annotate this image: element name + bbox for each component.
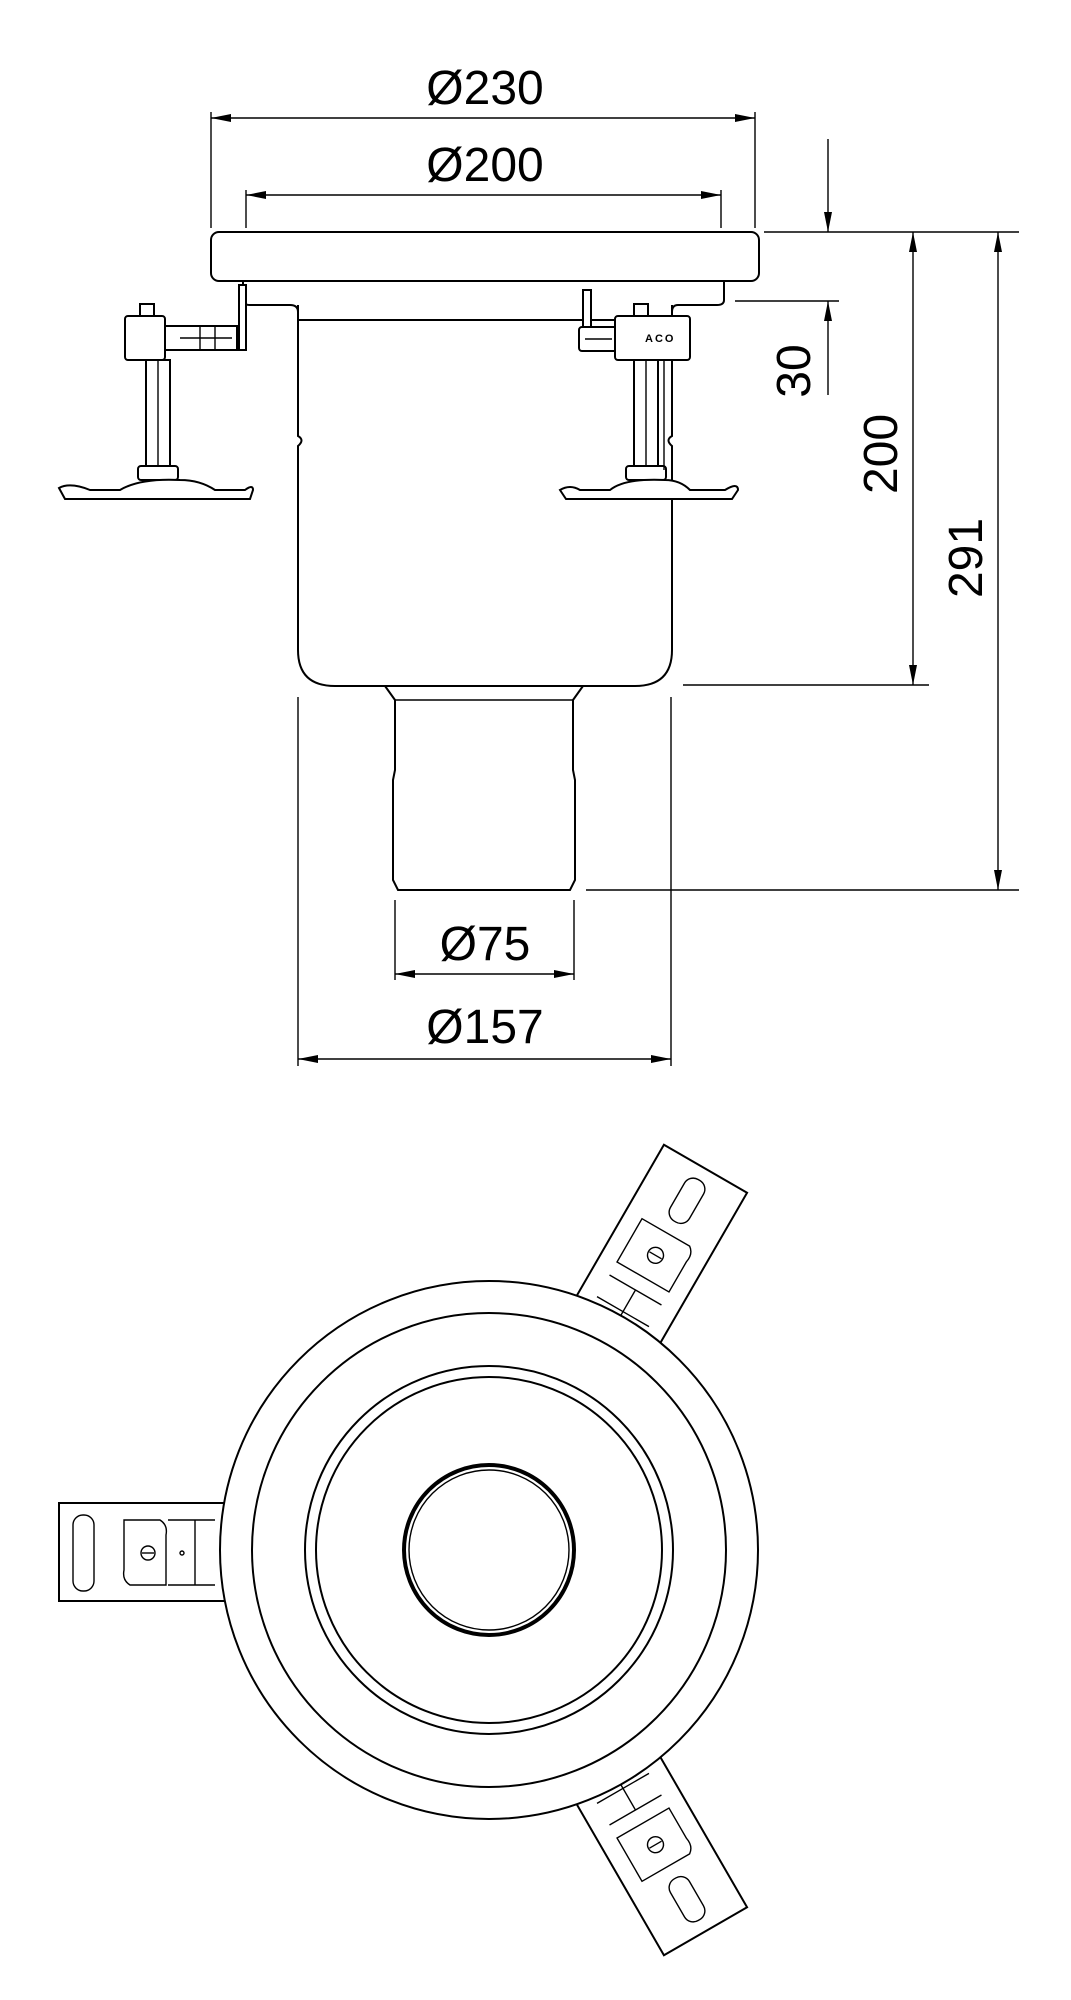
top-view [58, 1143, 759, 1957]
top-right-anchor-strap [567, 1143, 749, 1359]
dim-label-200-diameter: Ø200 [426, 139, 543, 192]
body-inner-circle [315, 1376, 663, 1724]
dimension-outlet-diameter: Ø75 [394, 900, 575, 980]
dimension-flange-height: 30 [768, 139, 832, 398]
dimension-total-height: 291 [940, 232, 1002, 890]
dimension-body-diameter: Ø157 [297, 697, 672, 1066]
dim-label-75: Ø75 [440, 918, 531, 971]
dim-label-230: Ø230 [426, 62, 543, 115]
dim-label-157: Ø157 [426, 1001, 543, 1054]
right-anchor: ACO [558, 289, 740, 500]
grate-circle [251, 1312, 727, 1788]
dimension-flange-diameter: Ø230 [210, 62, 756, 228]
dimension-body-height: 200 [855, 232, 917, 685]
left-anchor-strap [58, 1502, 230, 1602]
outlet-circle [402, 1463, 576, 1637]
outlet-inner-circle [408, 1469, 570, 1631]
dimension-grate-diameter: Ø200 [245, 139, 722, 228]
flange [210, 231, 760, 282]
outlet-pipe [384, 685, 584, 891]
brand-label: ACO [645, 333, 675, 345]
side-view: ACO Ø230 Ø200 [57, 62, 1019, 1066]
dim-label-200: 200 [855, 414, 908, 494]
dim-label-30: 30 [768, 344, 821, 397]
dim-label-291: 291 [940, 518, 993, 598]
flange-underside [242, 281, 725, 313]
body-outer-circle [304, 1365, 674, 1735]
left-anchor [57, 284, 255, 500]
flange-outer-circle [219, 1280, 759, 1820]
body [297, 305, 673, 687]
